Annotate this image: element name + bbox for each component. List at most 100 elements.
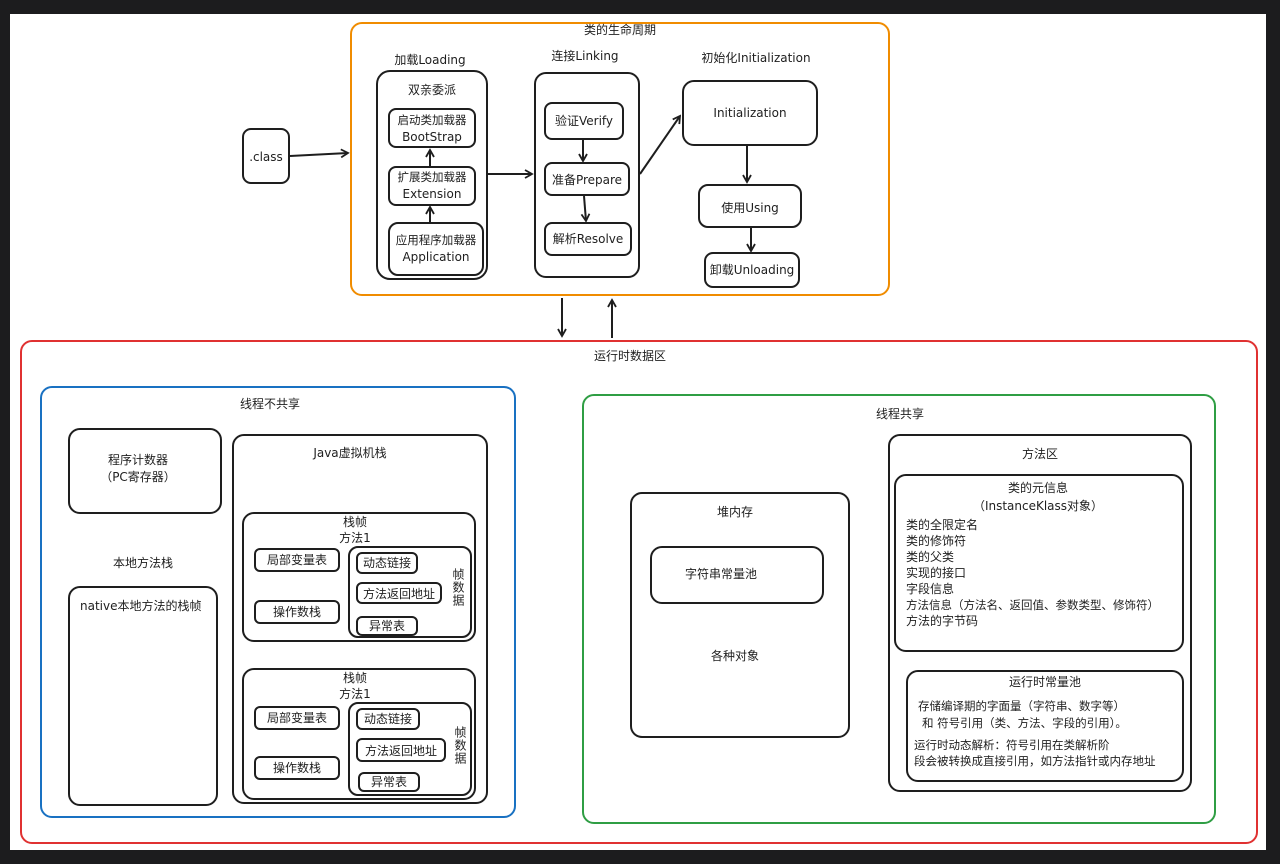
exception-table-label: 异常表: [370, 775, 407, 789]
unloading-box: [704, 252, 800, 288]
operand-stack-label: 操作数栈: [272, 605, 321, 619]
loading-box: [376, 70, 488, 280]
application-loader-box: [388, 222, 484, 276]
class-file-box: [242, 128, 290, 184]
prepare-to-resolve-arrow: [580, 195, 591, 223]
connector-arrows: [289, 114, 756, 338]
diagram-canvas: .class 类的生命周期 加载Loading 双亲委派 启动类加载器 Boot…: [10, 14, 1266, 850]
frame-title: 栈帧: [342, 671, 367, 685]
native-stack-title: 本地方法栈: [112, 556, 173, 570]
native-stack-box: [68, 586, 218, 806]
extension-loader-en: Extension: [402, 187, 462, 201]
extension-loader-name: 扩展类加载器: [397, 170, 467, 184]
thread-private-title: 线程不共享: [239, 397, 300, 411]
constant-pool-title: 运行时常量池: [1008, 675, 1081, 689]
verify-label: 验证Verify: [554, 114, 614, 128]
return-address-label: 方法返回地址: [364, 744, 437, 758]
dynamic-link-box: [356, 552, 418, 574]
initialization-box: [682, 80, 818, 146]
resolve-label: 解析Resolve: [552, 232, 624, 246]
dynamic-link-box: [356, 708, 420, 730]
frame-title: 栈帧: [342, 515, 367, 529]
exception-table-box: [356, 616, 418, 636]
using-box: [698, 184, 802, 228]
lifecycle-title: 类的生命周期: [583, 23, 656, 37]
thread-private-area: [40, 386, 516, 818]
frame-data-label: 帧数据: [453, 726, 467, 765]
method-area-box: [888, 434, 1192, 792]
metadata-title: 类的元信息: [1007, 481, 1068, 495]
stack-frame-2: [242, 668, 476, 800]
metadata-item: 实现的接口: [906, 566, 967, 580]
runtime-data-area: [20, 340, 1258, 844]
delegation-label: 双亲委派: [407, 83, 456, 97]
frame-data-box: [348, 546, 472, 638]
frame-data-box: [348, 702, 472, 796]
frame-method: 方法1: [339, 531, 371, 545]
runtime-title: 运行时数据区: [593, 349, 666, 363]
jvm-stack-title: Java虚拟机栈: [313, 446, 387, 460]
verify-box: [544, 102, 624, 140]
operand-stack-label: 操作数栈: [272, 761, 321, 775]
frame-data-label: 帧数据: [451, 568, 465, 607]
string-pool-label: 字符串常量池: [684, 567, 757, 581]
metadata-item: 类的父类: [906, 550, 955, 564]
resolve-box: [544, 222, 632, 256]
constant-pool-line: 运行时动态解析：符号引用在类解析阶: [914, 738, 1110, 752]
operand-stack-box: [254, 600, 340, 624]
local-variables-label: 局部变量表: [266, 711, 327, 725]
return-address-label: 方法返回地址: [362, 587, 435, 601]
class-metadata-box: [894, 474, 1184, 652]
metadata-item: 类的修饰符: [906, 534, 967, 548]
runtime-constant-pool-box: [906, 670, 1184, 782]
constant-pool-line: 和 符号引用（类、方法、字段的引用）。: [922, 716, 1127, 730]
dynamic-link-label: 动态链接: [362, 556, 411, 570]
exception-table-box: [358, 772, 420, 792]
metadata-item: 方法的字节码: [906, 614, 979, 628]
metadata-item: 字段信息: [906, 582, 955, 596]
linking-box: [534, 72, 640, 278]
constant-pool-line: 段会被转换成直接引用，如方法指针或内存地址: [914, 754, 1156, 768]
class-to-loading-arrow: [289, 148, 350, 159]
pc-register-alias: （PC寄存器）: [100, 470, 176, 484]
linking-to-init-arrow: [639, 114, 682, 175]
application-loader-name: 应用程序加载器: [395, 233, 477, 247]
heap-box: [630, 492, 850, 738]
local-variables-box: [254, 548, 340, 572]
bootstrap-loader-en: BootStrap: [402, 130, 462, 144]
thread-shared-area: [582, 394, 1216, 824]
native-frame-label: native本地方法的栈帧: [80, 599, 202, 613]
loading-title: 加载Loading: [394, 53, 466, 67]
dynamic-link-label: 动态链接: [363, 712, 412, 726]
constant-pool-line: 存储编译期的字面量（字符串、数字等）: [918, 699, 1125, 713]
objects-label: 各种对象: [710, 649, 759, 663]
stack-frame-1: [242, 512, 476, 642]
metadata-subtitle: （InstanceKlass对象）: [972, 499, 1104, 513]
pc-register-name: 程序计数器: [107, 453, 168, 467]
metadata-item: 方法信息（方法名、返回值、参数类型、修饰符）: [906, 598, 1159, 612]
metadata-item: 类的全限定名: [906, 518, 979, 532]
extension-loader-box: [388, 166, 476, 206]
string-pool-box: [650, 546, 824, 604]
initialization-label: Initialization: [713, 106, 787, 120]
application-loader-en: Application: [402, 250, 470, 264]
local-variables-label: 局部变量表: [266, 553, 327, 567]
bootstrap-loader-box: [388, 108, 476, 148]
operand-stack-box: [254, 756, 340, 780]
pc-register-box: [68, 428, 222, 514]
thread-shared-title: 线程共享: [875, 407, 924, 421]
using-label: 使用Using: [721, 201, 779, 215]
local-variables-box: [254, 706, 340, 730]
bootstrap-loader-name: 启动类加载器: [397, 113, 467, 127]
unloading-label: 卸载Unloading: [709, 263, 795, 277]
return-address-box: [356, 738, 446, 762]
method-area-title: 方法区: [1021, 447, 1058, 461]
class-file-label: .class: [249, 150, 283, 164]
init-title: 初始化Initialization: [701, 51, 811, 65]
prepare-label: 准备Prepare: [551, 173, 623, 187]
exception-table-label: 异常表: [368, 619, 405, 633]
heap-title: 堆内存: [716, 505, 753, 519]
jvm-stack-box: [232, 434, 488, 804]
prepare-box: [544, 162, 630, 196]
lifecycle-container: [350, 22, 890, 296]
